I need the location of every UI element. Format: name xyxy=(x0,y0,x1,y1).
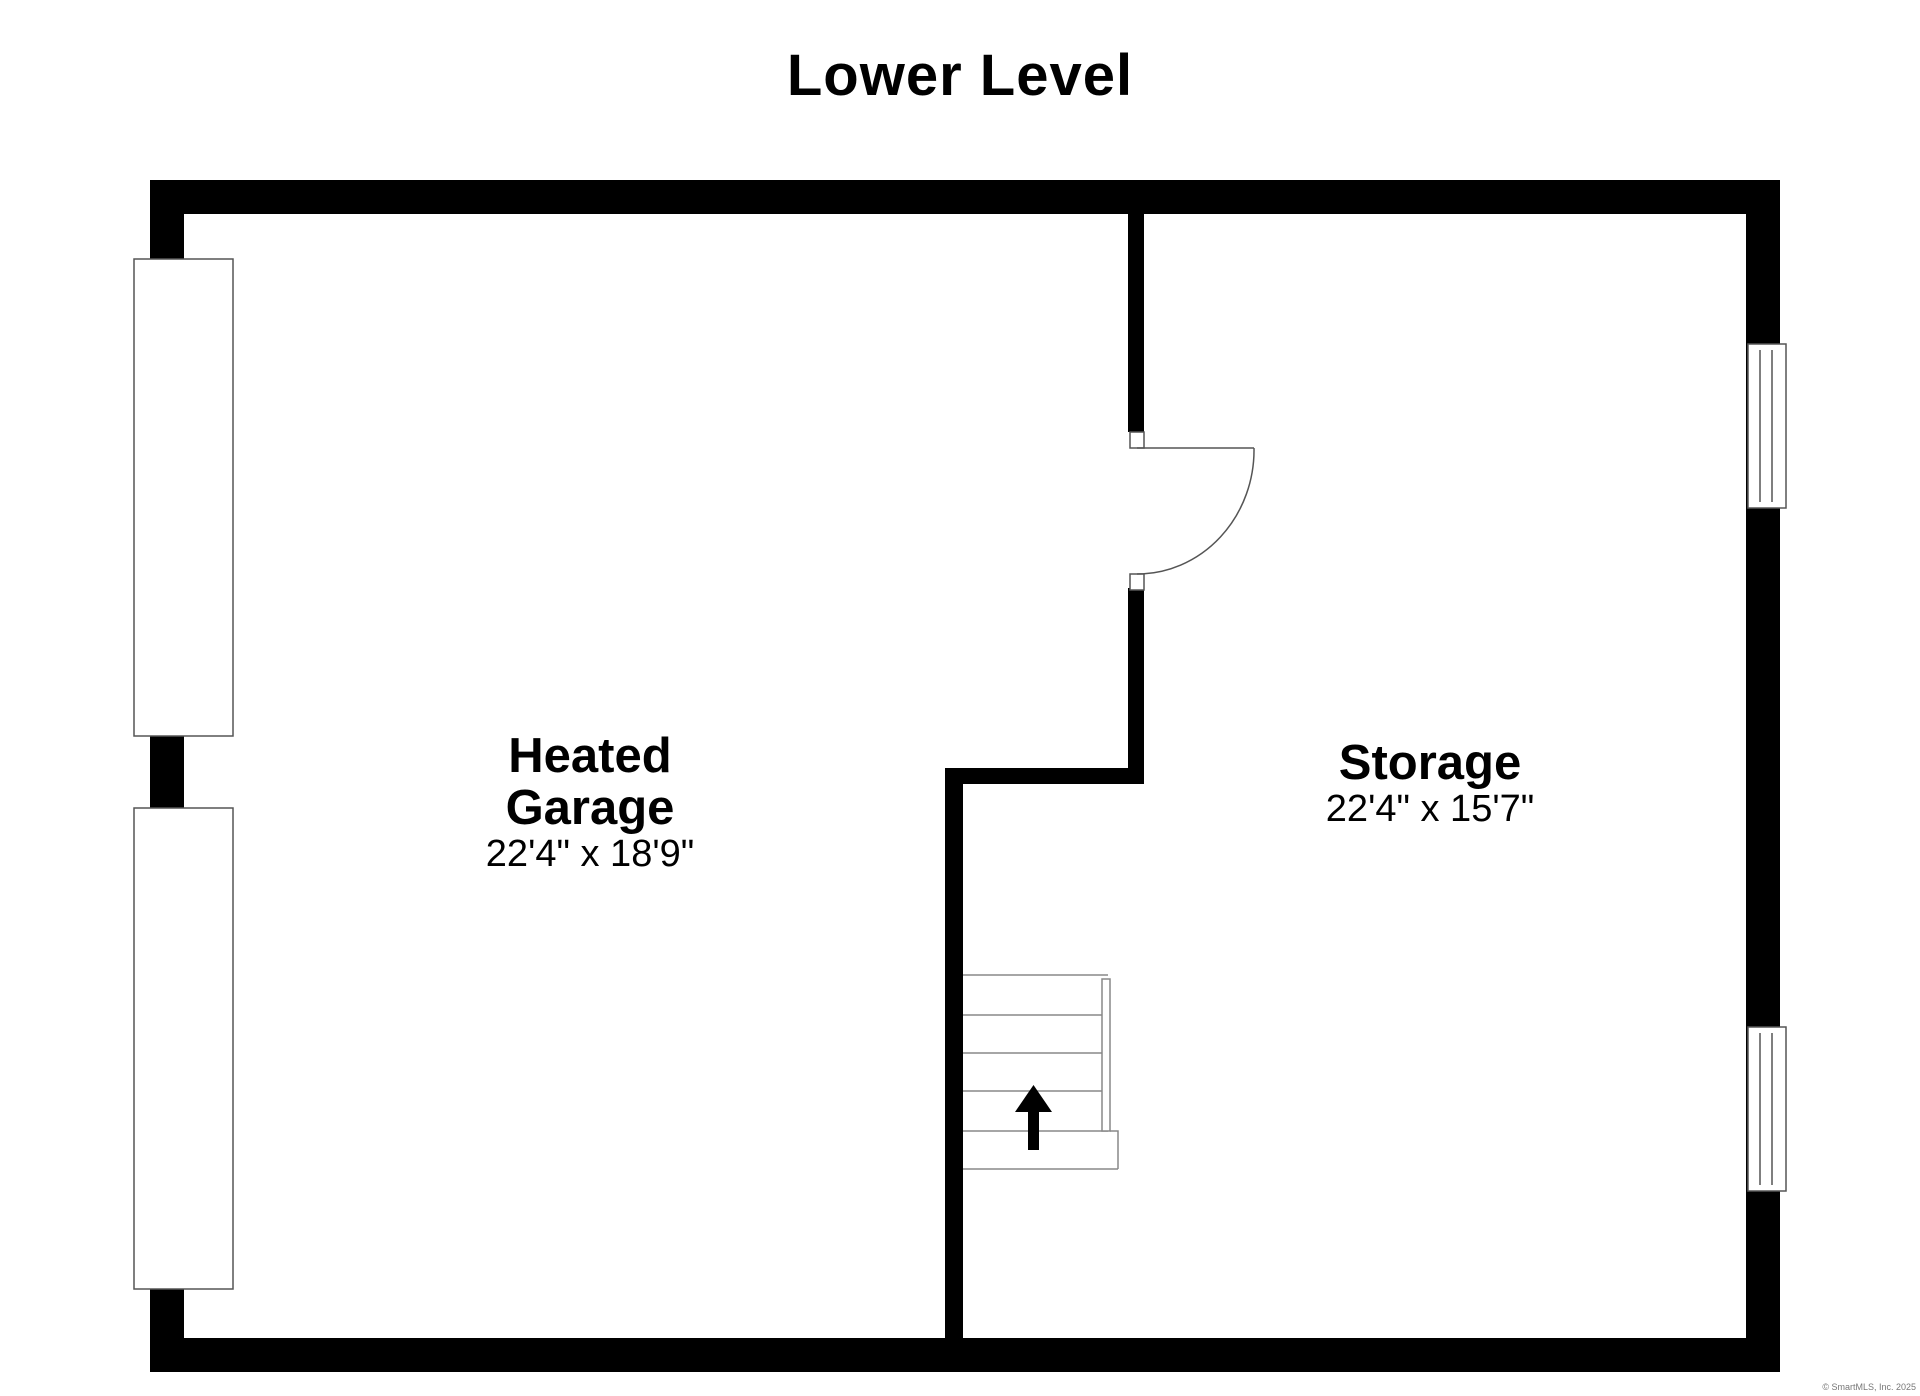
garage-door-upper xyxy=(133,258,234,737)
room-dimensions-storage: 22'4" x 15'7" xyxy=(1325,788,1535,830)
garage-doors xyxy=(133,258,234,1290)
wall-bottom xyxy=(150,1338,1780,1372)
stair-rail xyxy=(1101,978,1111,1132)
floor-plan-title: Lower Level xyxy=(786,43,1134,108)
room-name-heated: Heated xyxy=(508,729,672,783)
room-dimensions-garage: 22'4" x 18'9" xyxy=(485,833,695,875)
garage-door-lower xyxy=(133,807,234,1290)
room-name-garage: Garage xyxy=(505,781,675,835)
wall-interior-upper xyxy=(1128,212,1144,432)
wall-interior-middle xyxy=(1128,588,1144,784)
room-name-storage: Storage xyxy=(1338,736,1522,790)
wall-interior-step xyxy=(945,768,1144,784)
window-upper xyxy=(1747,343,1787,509)
window-lower xyxy=(1747,1026,1787,1192)
copyright-notice: © SmartMLS, Inc. 2025 xyxy=(1822,1382,1916,1392)
windows xyxy=(1747,343,1787,1192)
wall-interior-lower xyxy=(945,768,963,1338)
stair-up-arrow-icon xyxy=(1015,1085,1052,1150)
wall-top xyxy=(150,180,1780,214)
stair-landing xyxy=(1110,1130,1119,1169)
door-jamb-top xyxy=(1129,431,1145,449)
interior-walls xyxy=(945,212,1144,1338)
interior-door xyxy=(1129,431,1255,591)
door-jamb-bottom xyxy=(1129,573,1145,591)
stairs xyxy=(963,974,1119,1170)
door-swing-arc xyxy=(1136,447,1255,575)
